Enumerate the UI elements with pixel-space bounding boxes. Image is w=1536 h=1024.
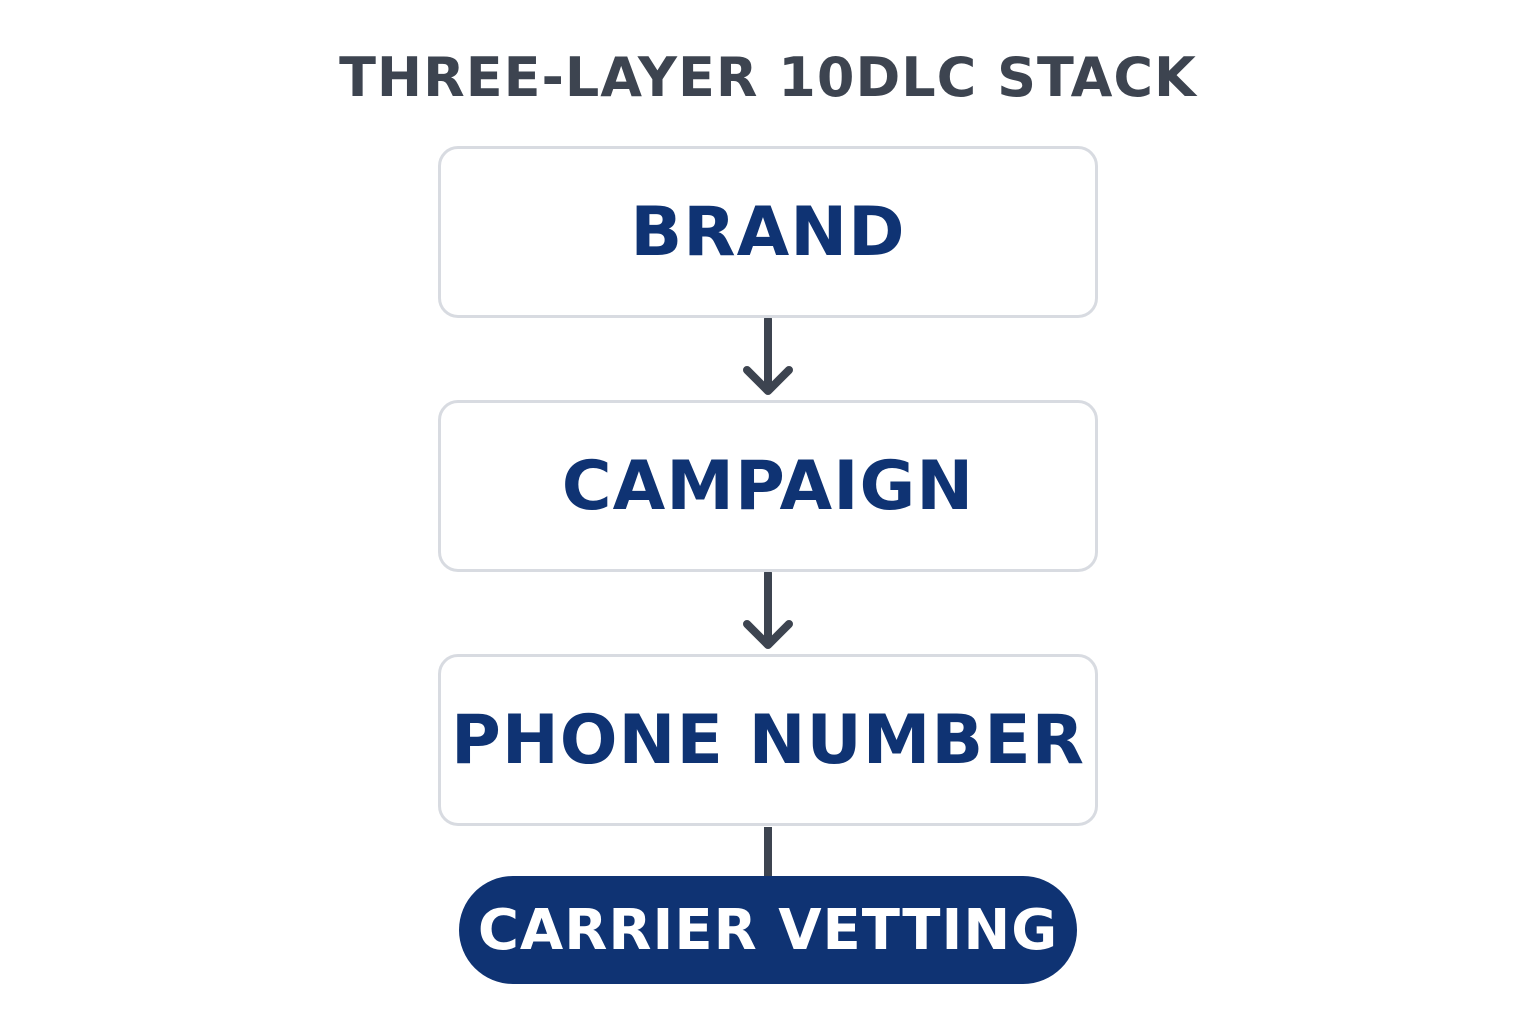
layer-label: CAMPAIGN — [561, 446, 975, 526]
arrow-down-icon — [743, 315, 793, 395]
terminal-pill-carrier-vetting: CARRIER VETTING — [459, 876, 1077, 984]
diagram-title: THREE-LAYER 10DLC STACK — [339, 46, 1197, 109]
layer-box-phone-number: PHONE NUMBER — [438, 654, 1098, 826]
layer-box-campaign: CAMPAIGN — [438, 400, 1098, 572]
layer-label: BRAND — [630, 192, 906, 272]
arrow-down-icon — [743, 569, 793, 649]
layer-box-brand: BRAND — [438, 146, 1098, 318]
terminal-label: CARRIER VETTING — [477, 897, 1059, 963]
layer-label: PHONE NUMBER — [450, 700, 1086, 780]
